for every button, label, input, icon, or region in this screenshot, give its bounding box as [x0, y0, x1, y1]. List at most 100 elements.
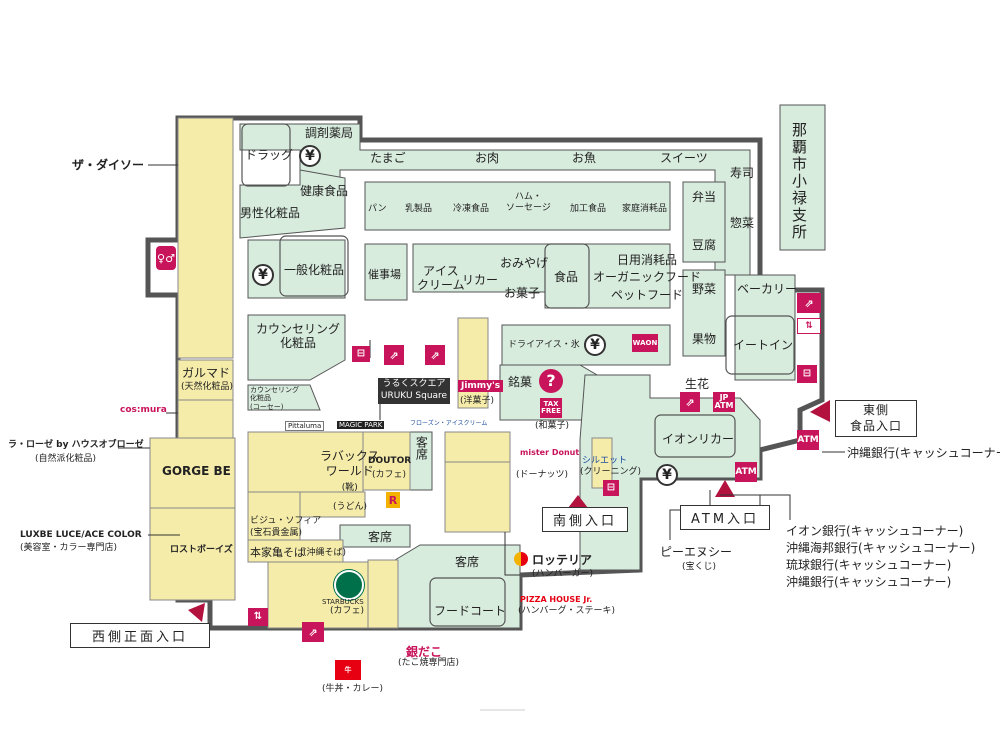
donut-area [444, 461, 511, 533]
gorge-area [149, 437, 236, 509]
counseling-area [247, 314, 346, 381]
jp-atm-icon: JP ATM [713, 392, 735, 412]
eat-in-label: イートイン [733, 338, 794, 352]
atm-entrance-sign[interactable]: ATM入口 [680, 505, 771, 530]
seating-south [339, 524, 411, 548]
galmado-desc: (天然化粧品) [181, 382, 234, 392]
yoshinoya-r-icon: R [386, 492, 400, 508]
event-block [364, 243, 408, 301]
yoshinoya-desc: (牛丼・カレー) [322, 684, 384, 694]
lostboys-label: ロストボーイズ [170, 545, 233, 555]
escalator-icon: ⇗ [680, 392, 700, 412]
counseling-label: カウンセリング 化粧品 [256, 322, 341, 351]
east-entrance-line2: 食品入口 [849, 418, 902, 433]
household-label: 家庭消耗品 [622, 204, 668, 214]
processed-label: 加工食品 [570, 204, 607, 214]
liquor-label: リカー [462, 273, 499, 287]
west-entrance-marker [188, 603, 205, 622]
food-label: 食品 [554, 270, 579, 284]
doutor-desc: (カフェ) [372, 470, 407, 480]
daiso-area [177, 117, 234, 359]
larose-desc: (自然派化粧品) [35, 454, 97, 464]
doutor-area [362, 431, 411, 491]
cosmura-logo: cos:mura [120, 405, 167, 415]
escalator-icon: ⇗ [797, 293, 821, 313]
sushi-label: 寿司 [730, 166, 755, 180]
yen-icon: ¥ [656, 464, 678, 486]
omiyage-label: おみやげ [500, 256, 549, 270]
dryice-label: ドライアイス・氷 [508, 340, 580, 350]
jimmys-logo: Jimmy's [458, 380, 504, 392]
lotteria-name: ロッテリア [532, 553, 593, 567]
honke-name: 本家亀そば [250, 546, 305, 559]
udon-area [299, 491, 366, 518]
galmado-name: ガルマド [182, 366, 231, 380]
east-entrance-sign[interactable]: 東側 食品入口 [835, 400, 917, 438]
uruku-en: URUKU Square [380, 391, 448, 401]
gorge-label: GORGE BE [162, 464, 231, 478]
cosmura-area [177, 399, 234, 439]
meika-label: 銘菓 [508, 375, 533, 389]
luxbe-desc: (美容室・カラー専門店) [20, 543, 118, 553]
yen-icon: ¥ [299, 145, 321, 167]
baby-room-icon: ⊟ [797, 365, 817, 383]
bijou-area [247, 491, 301, 541]
bank-list-3: 沖縄銀行(キャッシュコーナー) [786, 575, 952, 589]
rabax-name: ラバックスワールド(靴) [320, 449, 380, 494]
doutor-logo: DOUTOR [368, 456, 412, 466]
bijou-desc: (宝石貴金属) [250, 528, 303, 538]
sozai-label: 惣菜 [730, 216, 755, 230]
south-entrance-marker [568, 495, 588, 508]
baby-room-icon: ⊟ [603, 480, 619, 496]
ham-label: ハム・ ソーセージ [506, 192, 551, 213]
bank-list-0: イオン銀行(キャッシュコーナー) [786, 524, 964, 538]
waon-icon: WAON [632, 334, 658, 352]
vegetable-label: 野菜 [692, 282, 717, 296]
udon-desc: (うどん) [333, 502, 368, 512]
office-block [779, 104, 826, 251]
piennesse-desc: (宝くじ) [682, 562, 717, 572]
seating-east-label: 客席 [414, 436, 429, 460]
galmado-area [177, 359, 234, 401]
west-entrance-sign[interactable]: 西側正面入口 [70, 623, 210, 648]
jimmys-desc: (洋菓子) [460, 396, 495, 406]
lostboys-area [149, 507, 236, 601]
frozen-label: 冷凍食品 [453, 204, 490, 214]
uruku-jp: うるくスクエア [382, 379, 446, 389]
veg-block [682, 269, 726, 357]
lotteria-logo-icon [514, 552, 528, 566]
help-icon: ? [539, 369, 563, 393]
bento-label: 弁当 [692, 190, 717, 204]
baby-room-icon: ⊟ [352, 346, 370, 362]
oniku-label: お肉 [475, 151, 500, 165]
cleaning-name: シルエット [582, 456, 628, 466]
tamago-label: たまご [370, 151, 406, 165]
hanakaze-area [444, 431, 511, 463]
event-label: 催事場 [368, 268, 401, 281]
elevator-icon: ⇅ [248, 608, 268, 626]
cleaning-desc: (クリーニング) [580, 467, 642, 477]
seating-south-label: 客席 [368, 530, 393, 544]
pittaluma-logo: Pittaluma [285, 421, 325, 432]
gindaco-desc: (たこ焼専門店) [398, 658, 460, 668]
starbucks-name: STARBUCKS [322, 598, 364, 606]
bakery-label: ベーカリー [737, 282, 798, 296]
okinawa-bank-corner: 沖縄銀行(キャッシュコーナー) [847, 446, 1000, 460]
counseling-corner-label: カウンセリング 化粧品 (コーセー) [250, 386, 299, 411]
elevator-icon: ⇅ [797, 318, 821, 334]
pharmacy-label: 調剤薬局 [305, 126, 354, 140]
east-entrance-line1: 東側 [862, 403, 889, 417]
starbucks-desc: (カフェ) [330, 606, 365, 616]
cosme-area [247, 239, 346, 299]
city-office-label: 那覇市小禄支所 [790, 122, 808, 241]
misterdonut-desc: (ドーナッツ) [516, 470, 569, 480]
aeon-liquor-label: イオンリカー [662, 432, 735, 446]
south-entrance-sign[interactable]: 南側入口 [542, 507, 629, 532]
atm-entrance-marker [715, 480, 735, 497]
atm-icon: ATM [735, 462, 757, 482]
seating-fc-label: 客席 [455, 555, 480, 569]
honke-desc: (沖縄そば) [303, 548, 347, 558]
bank-list-2: 琉球銀行(キャッシュコーナー) [786, 558, 952, 572]
yen-icon: ¥ [252, 264, 274, 286]
food-court-label: フードコート [434, 604, 507, 618]
